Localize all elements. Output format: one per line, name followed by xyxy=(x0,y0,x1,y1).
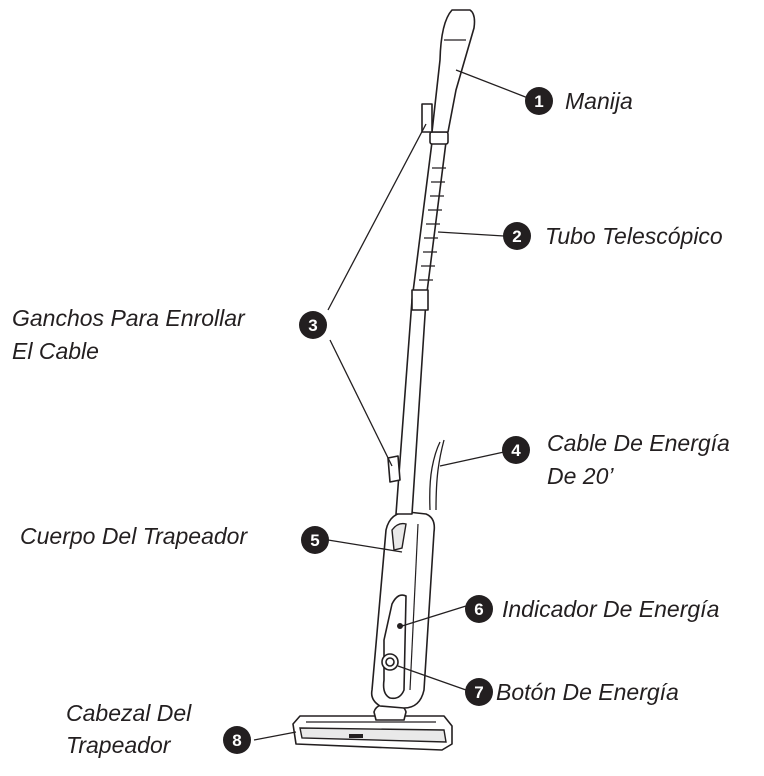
callout-number: 1 xyxy=(534,92,543,111)
label-manija: Manija xyxy=(565,88,633,114)
callout-number: 5 xyxy=(310,531,319,550)
leader-lines xyxy=(253,69,529,741)
mop-body xyxy=(370,511,436,709)
callout-8: 8 xyxy=(223,726,251,754)
label-cable-line1: Cable De Energía xyxy=(547,430,730,456)
callout-3: 3 xyxy=(299,311,327,339)
label-tubo-telescopico: Tubo Telescópico xyxy=(545,223,723,249)
power-indicator-light xyxy=(397,623,403,629)
power-cord xyxy=(429,439,445,511)
callout-7: 7 xyxy=(465,678,493,706)
label-cabezal-line1: Cabezal Del xyxy=(66,700,192,726)
label-indicador: Indicador De Energía xyxy=(502,596,719,622)
callout-number: 2 xyxy=(512,227,521,246)
brand-logo xyxy=(349,734,363,738)
callout-number: 7 xyxy=(474,683,483,702)
callout-number: 6 xyxy=(474,600,483,619)
callout-4: 4 xyxy=(502,436,530,464)
label-ganchos-line2: El Cable xyxy=(12,338,99,364)
callout-5: 5 xyxy=(301,526,329,554)
label-boton: Botón De Energía xyxy=(496,679,679,705)
handle xyxy=(431,9,476,133)
callout-number: 8 xyxy=(232,731,241,750)
label-ganchos-line1: Ganchos Para Enrollar xyxy=(12,305,246,331)
callout-6: 6 xyxy=(465,595,493,623)
collar xyxy=(429,131,449,145)
cord-wrap-hooks xyxy=(387,103,433,483)
callout-number: 4 xyxy=(511,441,521,460)
callout-number: 3 xyxy=(308,316,317,335)
label-cable-line2: De 20’ xyxy=(547,463,614,489)
label-cabezal-line2: Trapeador xyxy=(66,732,172,758)
telescopic-tube xyxy=(395,131,449,515)
callout-1: 1 xyxy=(525,87,553,115)
mop-head xyxy=(292,702,453,751)
label-cuerpo: Cuerpo Del Trapeador xyxy=(20,523,248,549)
callout-2: 2 xyxy=(503,222,531,250)
tube-lock xyxy=(411,289,429,311)
